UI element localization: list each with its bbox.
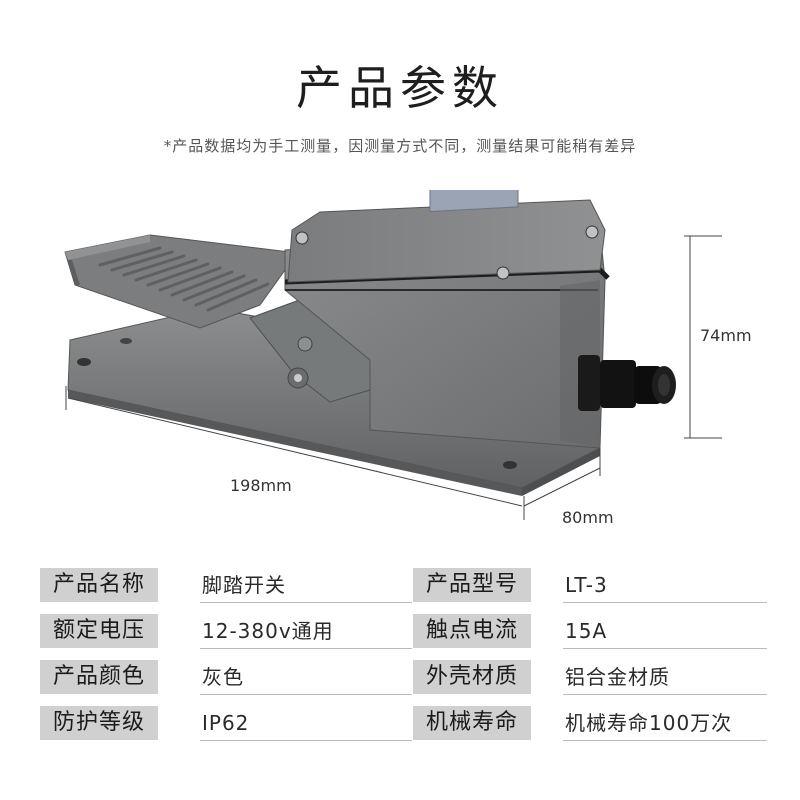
spec-value: 脚踏开关 xyxy=(200,568,412,603)
spec-label: 外壳材质 xyxy=(413,660,531,694)
spec-label: 防护等级 xyxy=(40,706,158,740)
spec-label: 机械寿命 xyxy=(413,706,531,740)
spec-label: 额定电压 xyxy=(40,614,158,648)
spec-value: IP62 xyxy=(200,706,412,741)
measurement-note: *产品数据均为手工测量，因测量方式不同，测量结果可能稍有差异 xyxy=(163,137,637,155)
spec-row: 产品颜色 灰色 外壳材质 铝合金材质 xyxy=(40,654,767,700)
length-dimension: 198mm xyxy=(230,476,292,495)
spec-value: 灰色 xyxy=(200,660,412,695)
spec-value: 12-380v通用 xyxy=(200,614,412,649)
spec-label: 触点电流 xyxy=(413,614,531,648)
spec-row: 额定电压 12-380v通用 触点电流 15A xyxy=(40,608,767,654)
spec-value: 15A xyxy=(563,614,767,649)
spec-table: 产品名称 脚踏开关 产品型号 LT-3 额定电压 12-380v通用 触点电流 … xyxy=(40,562,767,746)
width-dimension: 80mm xyxy=(562,508,614,527)
page-title: 产品参数 xyxy=(296,61,504,115)
height-dimension: 74mm xyxy=(700,326,752,345)
cable-gland xyxy=(578,355,676,411)
spec-value: 机械寿命100万次 xyxy=(563,706,767,741)
spec-value: LT-3 xyxy=(563,568,767,603)
spec-value: 铝合金材质 xyxy=(563,660,767,695)
enclosure-lid xyxy=(287,199,606,283)
foot-pedal-switch-image xyxy=(64,184,722,520)
spec-label: 产品颜色 xyxy=(40,660,158,694)
spec-row: 产品名称 脚踏开关 产品型号 LT-3 xyxy=(40,562,767,608)
spec-label: 产品型号 xyxy=(413,568,531,602)
spec-label: 产品名称 xyxy=(40,568,158,602)
product-figure: 74mm 198mm 80mm xyxy=(0,184,800,540)
spec-row: 防护等级 IP62 机械寿命 机械寿命100万次 xyxy=(40,700,767,746)
